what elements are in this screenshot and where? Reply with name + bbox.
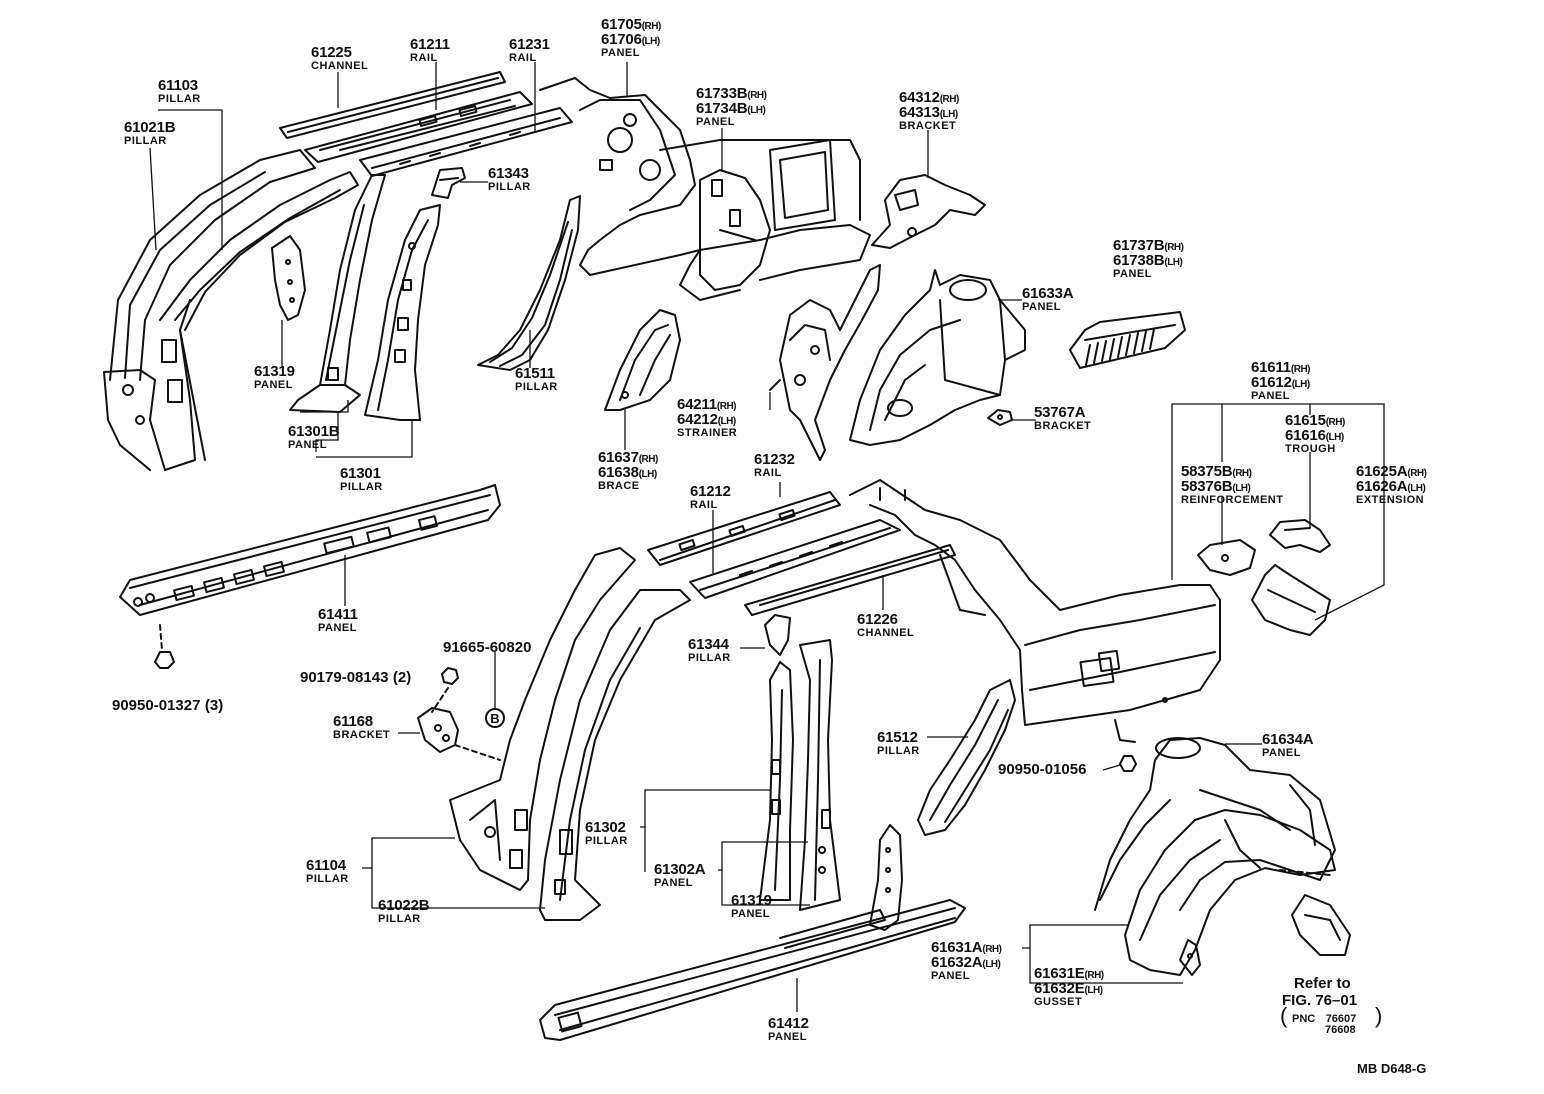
- roof-rail-61211-part: [304, 91, 533, 163]
- reference-close-paren: ): [1375, 1003, 1383, 1028]
- panel-61634A-part: [1094, 737, 1336, 911]
- label-61343: 61343 PILLAR: [488, 165, 531, 193]
- label-61302A: 61302A PANEL: [654, 861, 706, 889]
- label-64312: 64312(RH) 64313(LH) BRACKET: [899, 89, 959, 132]
- front-pillar-61104-part: [449, 547, 636, 891]
- front-pillar-61022B-part: [539, 589, 691, 921]
- front-pillar-61021B-part: [103, 149, 316, 471]
- label-64211: 64211(RH) 64212(LH) STRAINER: [677, 396, 738, 439]
- roof-channel-61225-part: [279, 71, 506, 139]
- label-61611: 61611(RH) 61612(LH) PANEL: [1251, 359, 1311, 402]
- label-61319-upper: 61319 PANEL: [254, 363, 295, 391]
- panel-61733B-part: [679, 169, 771, 301]
- reference-part-76607: [1291, 894, 1351, 956]
- bracket-leader-dashed: [454, 744, 501, 761]
- label-61615: 61615(RH) 61616(LH) TROUGH: [1285, 412, 1345, 455]
- callout-b-letter: B: [490, 711, 499, 726]
- nut-90950-01056-part: [1119, 755, 1137, 772]
- leader-lines: [149, 62, 1385, 1012]
- label-61302: 61302 PILLAR: [585, 819, 628, 847]
- center-pillar-61302-part: [759, 661, 794, 901]
- panel-61319-lower-part: [869, 824, 903, 931]
- label-61705: 61705(RH) 61706(LH) PANEL: [601, 16, 661, 59]
- label-61211: 61211 RAIL: [410, 36, 450, 64]
- label-61231: 61231 RAIL: [509, 36, 550, 64]
- label-90950-01327: 90950-01327 (3): [112, 697, 224, 714]
- label-61511: 61511 PILLAR: [515, 365, 558, 393]
- pillar-61344-part: [764, 614, 791, 656]
- label-61733B: 61733B(RH) 61734B(LH) PANEL: [696, 85, 767, 128]
- bracket-64312-part: [871, 174, 986, 249]
- panel-61737B-part: [1069, 311, 1186, 369]
- label-61737B: 61737B(RH) 61738B(LH) PANEL: [1113, 237, 1184, 280]
- rail-61232-part: [647, 491, 841, 566]
- bolt-leader-dashed: [431, 687, 449, 713]
- label-61631A: 61631A(RH) 61632A(LH) PANEL: [931, 939, 1002, 982]
- label-61412: 61412 PANEL: [768, 1015, 809, 1043]
- bracket-53767A-part: [987, 409, 1013, 426]
- panel-61319-upper-part: [271, 235, 306, 321]
- label-61022B: 61022B PILLAR: [378, 897, 430, 925]
- center-pillar-61301-part: [364, 204, 441, 421]
- label-61225: 61225 CHANNEL: [311, 44, 369, 72]
- label-61631E: 61631E(RH) 61632E(LH) GUSSET: [1034, 965, 1104, 1008]
- ref-leader-dashed: [1279, 869, 1331, 876]
- label-61104: 61104 PILLAR: [306, 857, 349, 885]
- reference-pnc-line-1: PNC 76607: [1292, 1013, 1357, 1025]
- front-pillar-61103-part: [159, 171, 359, 461]
- bolt-90179-part: [441, 667, 459, 685]
- label-61168: 61168 BRACKET: [333, 713, 391, 741]
- label-61301B: 61301B PANEL: [288, 423, 340, 451]
- roof-rail-61231-part: [359, 107, 573, 177]
- rocker-panel-61412-part: [539, 899, 966, 1041]
- panel-61631A-part: [1124, 809, 1336, 976]
- label-61634A: 61634A PANEL: [1262, 731, 1314, 759]
- strainer-64211-part: [769, 264, 881, 461]
- label-61103: 61103 PILLAR: [158, 77, 201, 105]
- label-53767A: 53767A BRACKET: [1034, 404, 1092, 432]
- label-61512: 61512 PILLAR: [877, 729, 920, 757]
- reference-pnc-line-2: 76608: [1325, 1024, 1356, 1036]
- quarter-panel-61705-part: [539, 77, 871, 281]
- pillar-61343-part: [431, 167, 466, 199]
- center-pillar-61301B-part: [289, 174, 386, 413]
- gusset-61631E-part: [1179, 939, 1201, 976]
- reference-line-1: Refer to: [1294, 975, 1351, 992]
- center-pillar-61302A-part: [799, 639, 841, 911]
- label-61226: 61226 CHANNEL: [857, 611, 915, 639]
- reference-open-paren: (: [1280, 1003, 1288, 1028]
- reinforcement-58375B-part: [1197, 539, 1256, 576]
- label-61021B: 61021B PILLAR: [124, 119, 176, 147]
- figure-id: MB D648-G: [1357, 1061, 1427, 1076]
- rocker-panel-61411-part: [119, 484, 501, 616]
- bracket-61168-part: [417, 707, 459, 753]
- label-61344: 61344 PILLAR: [688, 636, 731, 664]
- label-61232: 61232 RAIL: [754, 451, 795, 479]
- nut-leader-dashed: [159, 624, 163, 651]
- channel-61226-part: [744, 544, 956, 616]
- label-61633A: 61633A PANEL: [1022, 285, 1074, 313]
- label-90950-01056: 90950-01056: [998, 761, 1087, 778]
- nut-90950-01327-part: [154, 651, 175, 669]
- label-61637: 61637(RH) 61638(LH) BRACE: [598, 449, 658, 492]
- reference-line-2: FIG. 76–01: [1282, 992, 1358, 1009]
- label-91665: 91665-60820: [443, 639, 532, 656]
- label-61212: 61212 RAIL: [690, 483, 731, 511]
- label-61301: 61301 PILLAR: [340, 465, 383, 493]
- label-61625A: 61625A(RH) 61626A(LH) EXTENSION: [1356, 463, 1427, 506]
- trough-61615-part: [1269, 519, 1331, 553]
- label-58375B: 58375B(RH) 58376B(LH) REINFORCEMENT: [1181, 463, 1284, 506]
- quarter-pillar-61511-part: [477, 195, 581, 371]
- quarter-pillar-61512-part: [917, 679, 1016, 836]
- panel-61633A-part: [849, 269, 1026, 446]
- label-61319-lower: 61319 PANEL: [731, 892, 772, 920]
- brace-61637-part: [604, 309, 681, 411]
- extension-61625A-part: [1251, 564, 1331, 636]
- label-90179: 90179-08143 (2): [300, 669, 412, 686]
- rail-61212-part: [689, 519, 901, 599]
- quarter-panel-61611-part: [849, 479, 1221, 743]
- label-61411: 61411 PANEL: [318, 606, 358, 634]
